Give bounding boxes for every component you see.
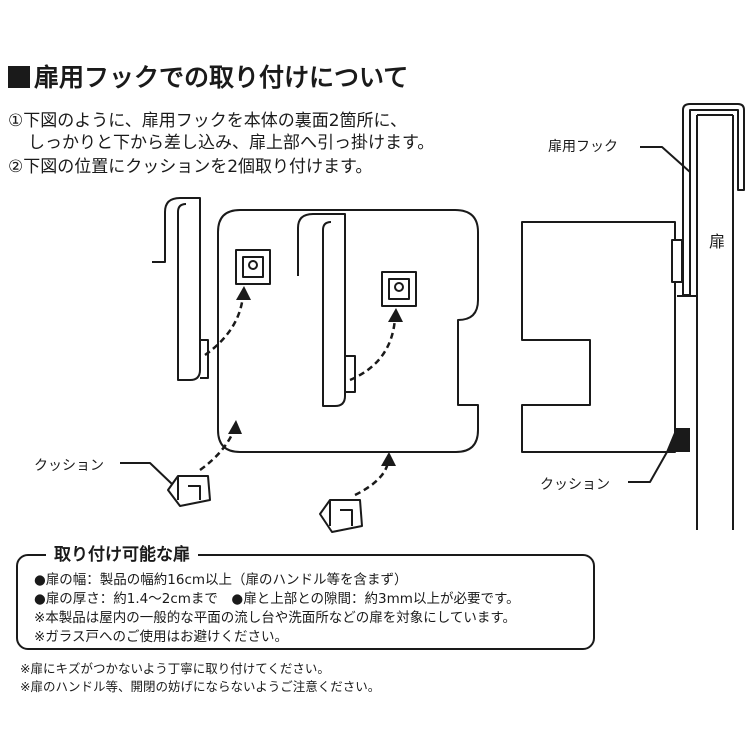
- door: [696, 115, 734, 530]
- cushion-middle: [319, 499, 363, 533]
- label-cushion-left: クッション: [34, 458, 104, 474]
- inserted-door-hook: [297, 213, 346, 407]
- note-scratch: ※扉にキズがつかないよう丁寧に取り付けてください。: [20, 661, 330, 676]
- instruction-1-cont: しっかりと下から差し込み、扉上部へ引っ掛けます。: [28, 133, 435, 153]
- cushion-on-door: [666, 428, 690, 452]
- product-body: [217, 209, 479, 453]
- loose-door-hook: [164, 197, 201, 381]
- box-line-width: ●扉の幅：製品の幅約16cm以上（扉のハンドル等を含まず）: [34, 572, 408, 588]
- cushion-left: [167, 475, 211, 507]
- box-line-thickness: ●扉の厚さ：約1.4〜2cmまで ●扉と上部との隙間：約3mm以上が必要です。: [34, 591, 520, 607]
- note-handle: ※扉のハンドル等、開閉の妨げにならないようご注意ください。: [20, 679, 381, 694]
- instruction-2: ②下図の位置にクッションを2個取り付けます。: [8, 157, 373, 177]
- compatible-door-title: 取り付け可能な扉: [46, 540, 198, 565]
- compatible-door-box: [16, 554, 595, 650]
- page-title: 扉用フックでの取り付けについて: [8, 58, 408, 94]
- box-line-glass: ※ガラス戸へのご使用はお避けください。: [34, 629, 289, 645]
- square-bullet-icon: [8, 66, 30, 88]
- door-hook-side-view: [682, 103, 745, 296]
- product-side-view: [521, 221, 676, 453]
- bracket-right: [381, 271, 417, 307]
- instruction-1: ①下図のように、扉用フックを本体の裏面2箇所に、: [8, 111, 408, 131]
- label-door-hook: 扉用フック: [548, 139, 618, 155]
- box-line-indoor: ※本製品は屋内の一般的な平面の流し台や洗面所などの扉を対象にしています。: [34, 610, 517, 626]
- label-door: 扉: [709, 232, 726, 251]
- label-cushion-right: クッション: [540, 477, 610, 493]
- bracket-left: [235, 249, 271, 285]
